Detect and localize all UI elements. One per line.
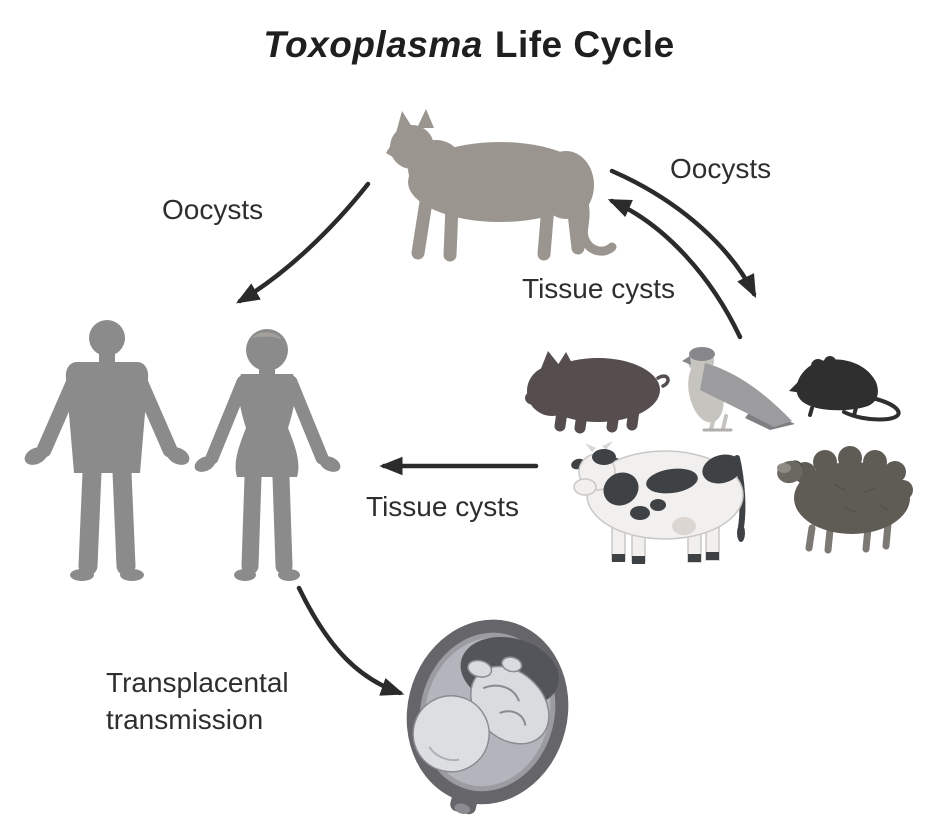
label-transplacental: Transplacental transmission: [106, 664, 289, 738]
arrow-cat-to-humans: [235, 181, 371, 304]
mouse-icon: [789, 356, 901, 422]
label-oocysts-left: Oocysts: [162, 194, 264, 225]
label-tissue-cysts-to-humans: Tissue cysts: [366, 491, 519, 522]
label-transplacental-line1: Transplacental: [106, 667, 289, 698]
label-transplacental-line2: transmission: [106, 704, 264, 735]
pig-icon: [525, 351, 670, 434]
falcon-icon: [682, 347, 795, 432]
fetus-in-womb-icon: [406, 619, 569, 815]
title-species: Toxoplasma: [263, 24, 483, 65]
cat-icon: [386, 109, 617, 262]
sheep-icon: [777, 446, 913, 554]
label-tissue-cysts-to-cat: Tissue cysts: [522, 273, 675, 304]
man-icon: [24, 320, 190, 581]
arrow-woman-to-fetus: [296, 585, 405, 696]
label-oocysts-right: Oocysts: [670, 153, 772, 184]
title-rest: Life Cycle: [494, 24, 675, 65]
fetus-head: [412, 695, 490, 773]
arrow-cat-to-animals: [609, 168, 757, 299]
cow-icon: [571, 441, 746, 564]
page-title: Toxoplasma Life Cycle: [0, 24, 938, 66]
woman-icon: [194, 329, 341, 581]
arrow-animals-to-cat: [607, 198, 743, 340]
